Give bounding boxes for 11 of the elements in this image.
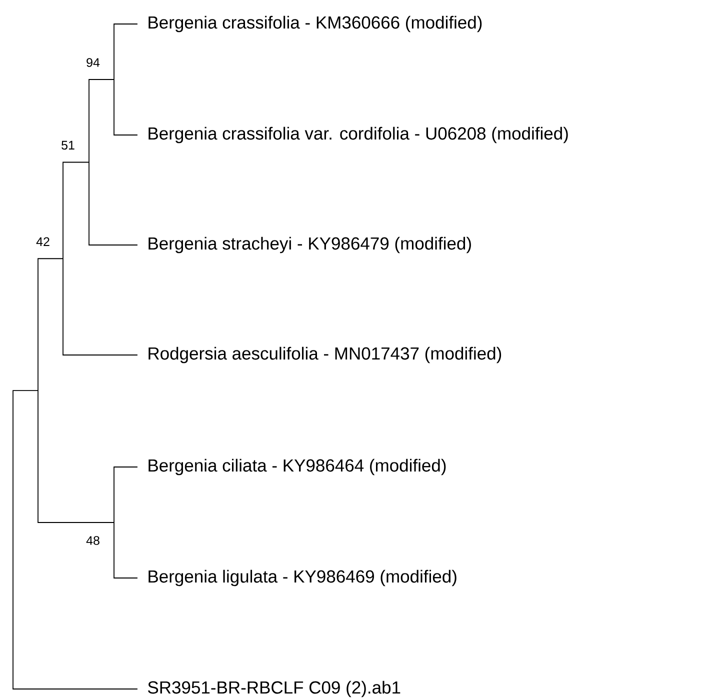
leaf-label: Bergenia stracheyi - KY986479 (modified) bbox=[148, 236, 471, 254]
leaf-label: Bergenia ligulata - KY986469 (modified) bbox=[148, 570, 456, 586]
leaf-label: Bergenia ciliata - KY986464 (modified) bbox=[148, 458, 446, 476]
bootstrap-value: 48 bbox=[86, 536, 100, 545]
leaf-label: Rodgersia aesculifolia - MN017437 (modified) bbox=[148, 346, 502, 364]
leaf-label: Bergenia crassifolia - KM360666 (modified) bbox=[148, 16, 482, 32]
bootstrap-value: 94 bbox=[86, 58, 100, 67]
bootstrap-value: 42 bbox=[36, 237, 50, 246]
leaf-label: Bergenia crassifolia var. cordifolia - U06208 (modified) bbox=[148, 126, 568, 144]
leaf-label: SR3951-BR-RBCLF C09 (2).ab1 bbox=[148, 680, 400, 698]
bootstrap-value: 51 bbox=[62, 140, 74, 150]
